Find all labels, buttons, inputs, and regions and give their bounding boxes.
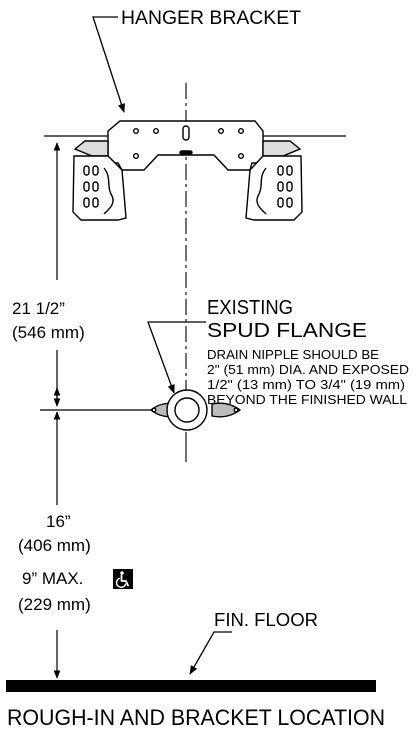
bracket-hole [132, 152, 139, 159]
hanger-bracket-label: HANGER BRACKET [121, 8, 301, 29]
ear-slot [286, 197, 293, 208]
diagram-caption: ROUGH-IN AND BRACKET LOCATION [7, 705, 385, 730]
fin-floor-label: FIN. FLOOR [214, 610, 318, 630]
spud-flange-right-wing [211, 402, 242, 418]
ear-slot [92, 197, 99, 208]
bracket-hole [152, 127, 159, 134]
dim-upper-mm-label: (546 mm) [12, 323, 85, 342]
drain-note-line-4: BEYOND THE FINISHED WALL [207, 392, 407, 407]
dim-lower-mm-label: (406 mm) [18, 536, 91, 555]
bracket-slot-lower [179, 150, 193, 155]
finished-floor [6, 680, 376, 692]
drain-note-line-1: DRAIN NIPPLE SHOULD BE [207, 347, 379, 362]
dimension-line-left [40, 142, 165, 679]
ear-slot [83, 181, 90, 192]
spud-flange [149, 389, 242, 431]
bracket-hole [237, 152, 244, 159]
dim-upper-label: 21 1/2” [12, 299, 65, 318]
bracket-hole [237, 127, 244, 134]
ear-slot [92, 181, 99, 192]
ear-keyhole [256, 167, 267, 215]
bracket-right-hook [262, 140, 302, 157]
fin-floor-leader [189, 631, 232, 675]
bracket-left-ear [72, 155, 127, 221]
drain-note-line-3: 1/2" (13 mm) TO 3/4" (19 mm) [207, 377, 405, 392]
ear-slot [92, 165, 99, 176]
flange-bolt-hole [233, 407, 239, 413]
ear-slot [83, 197, 90, 208]
spud-flange-leader [147, 321, 206, 394]
ear-slot [277, 165, 284, 176]
spud-flange-label: SPUD FLANGE [207, 320, 367, 342]
ear-slot [277, 181, 284, 192]
dim-max-mm-label: (229 mm) [18, 595, 91, 614]
hanger-bracket [72, 120, 303, 221]
existing-label: EXISTING [207, 297, 293, 319]
bracket-hole [217, 127, 224, 134]
drain-note-line-2: 2" (51 mm) DIA. AND EXPOSED [207, 362, 409, 377]
ear-slot [286, 165, 293, 176]
bracket-slot [182, 125, 190, 141]
fin-floor-callout: FIN. FLOOR [189, 610, 318, 675]
wheelchair-icon [113, 569, 133, 589]
spud-flange-callout: EXISTING SPUD FLANGE DRAIN NIPPLE SHOULD… [147, 297, 409, 407]
ear-slot [83, 165, 90, 176]
flange-bolt-hole [151, 407, 157, 413]
bracket-hole [132, 127, 139, 134]
dim-lower-label: 16” [46, 512, 71, 531]
hanger-bracket-leader [92, 16, 125, 113]
bracket-right-ear [245, 155, 303, 221]
ear-slot [277, 197, 284, 208]
ear-slot [286, 181, 293, 192]
hanger-bracket-callout: HANGER BRACKET [92, 8, 301, 113]
bracket-left-hook [73, 140, 109, 157]
ear-keyhole [103, 167, 114, 215]
spud-flange-inner-ring [174, 397, 200, 423]
dim-max-label: 9” MAX. [22, 569, 83, 588]
